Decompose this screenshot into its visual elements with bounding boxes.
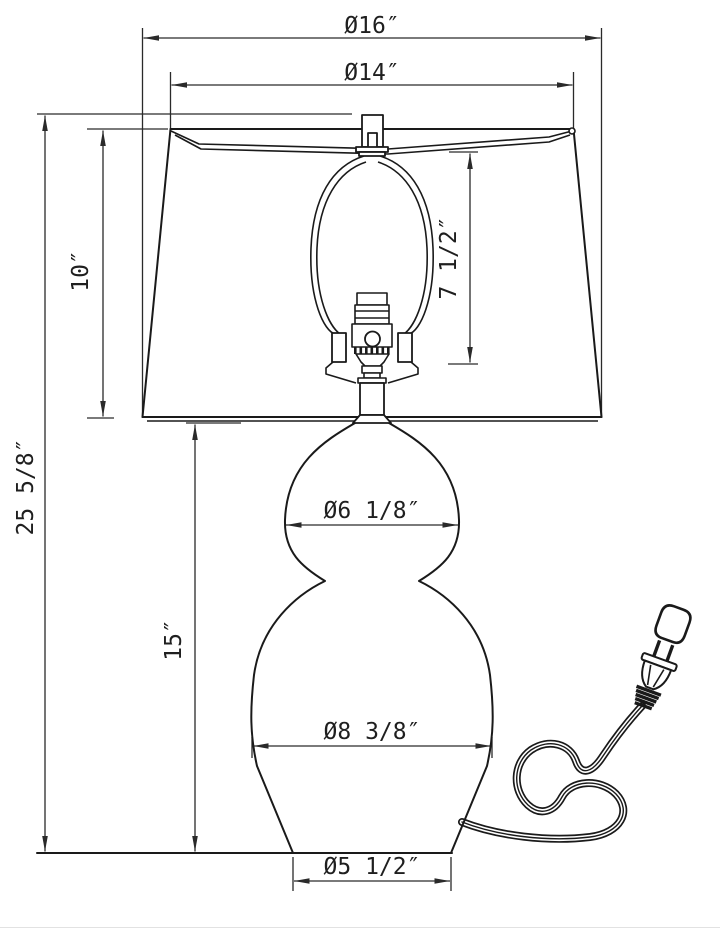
dim-label-base-diameter: Ø5 1/2″: [324, 854, 421, 880]
harp-saddle: [325, 361, 419, 384]
dim-label-harp-height: 7 1/2″: [436, 216, 462, 299]
dim-label-body-height: 15″: [161, 619, 187, 661]
dim-shade-top-diameter: Ø14″: [169, 60, 575, 130]
power-cord: [458, 702, 646, 843]
plug: [634, 604, 692, 711]
dim-body-height: 15″: [161, 422, 241, 852]
finial: [355, 114, 389, 157]
dim-shade-height: 10″: [68, 128, 168, 419]
dim-base-diameter: Ø5 1/2″: [292, 854, 452, 891]
switch-knob: [364, 330, 381, 348]
cord-strain-relief: [634, 684, 662, 711]
harp-clip-right: [397, 332, 413, 363]
plug-body: [640, 652, 678, 691]
dim-label-shade-bottom-diameter: Ø16″: [344, 13, 399, 39]
dim-label-overall-height: 25 5/8″: [13, 439, 39, 536]
socket: [351, 292, 393, 384]
shade-rim-fold: [170, 127, 576, 155]
plug-head: [654, 604, 692, 645]
lamp-body-outline: [250, 422, 494, 854]
dim-label-shade-height: 10″: [68, 250, 94, 292]
socket-shell: [355, 353, 390, 367]
dim-label-body-lower-diameter: Ø8 3/8″: [324, 719, 421, 745]
dim-overall-height: 25 5/8″: [13, 113, 352, 854]
neck-pipe: [352, 382, 392, 424]
dim-label-body-upper-diameter: Ø6 1/8″: [324, 498, 421, 524]
dim-body-lower-diameter: Ø8 3/8″: [251, 719, 493, 758]
dim-label-shade-top-diameter: Ø14″: [344, 60, 399, 86]
harp-clip-left: [331, 332, 347, 363]
dim-harp-height: 7 1/2″: [436, 151, 478, 365]
dim-body-upper-diameter: Ø6 1/8″: [286, 498, 458, 528]
plug-prongs: [651, 639, 675, 664]
harp: [310, 155, 434, 384]
dim-shade-bottom-diameter: Ø16″: [141, 13, 603, 416]
